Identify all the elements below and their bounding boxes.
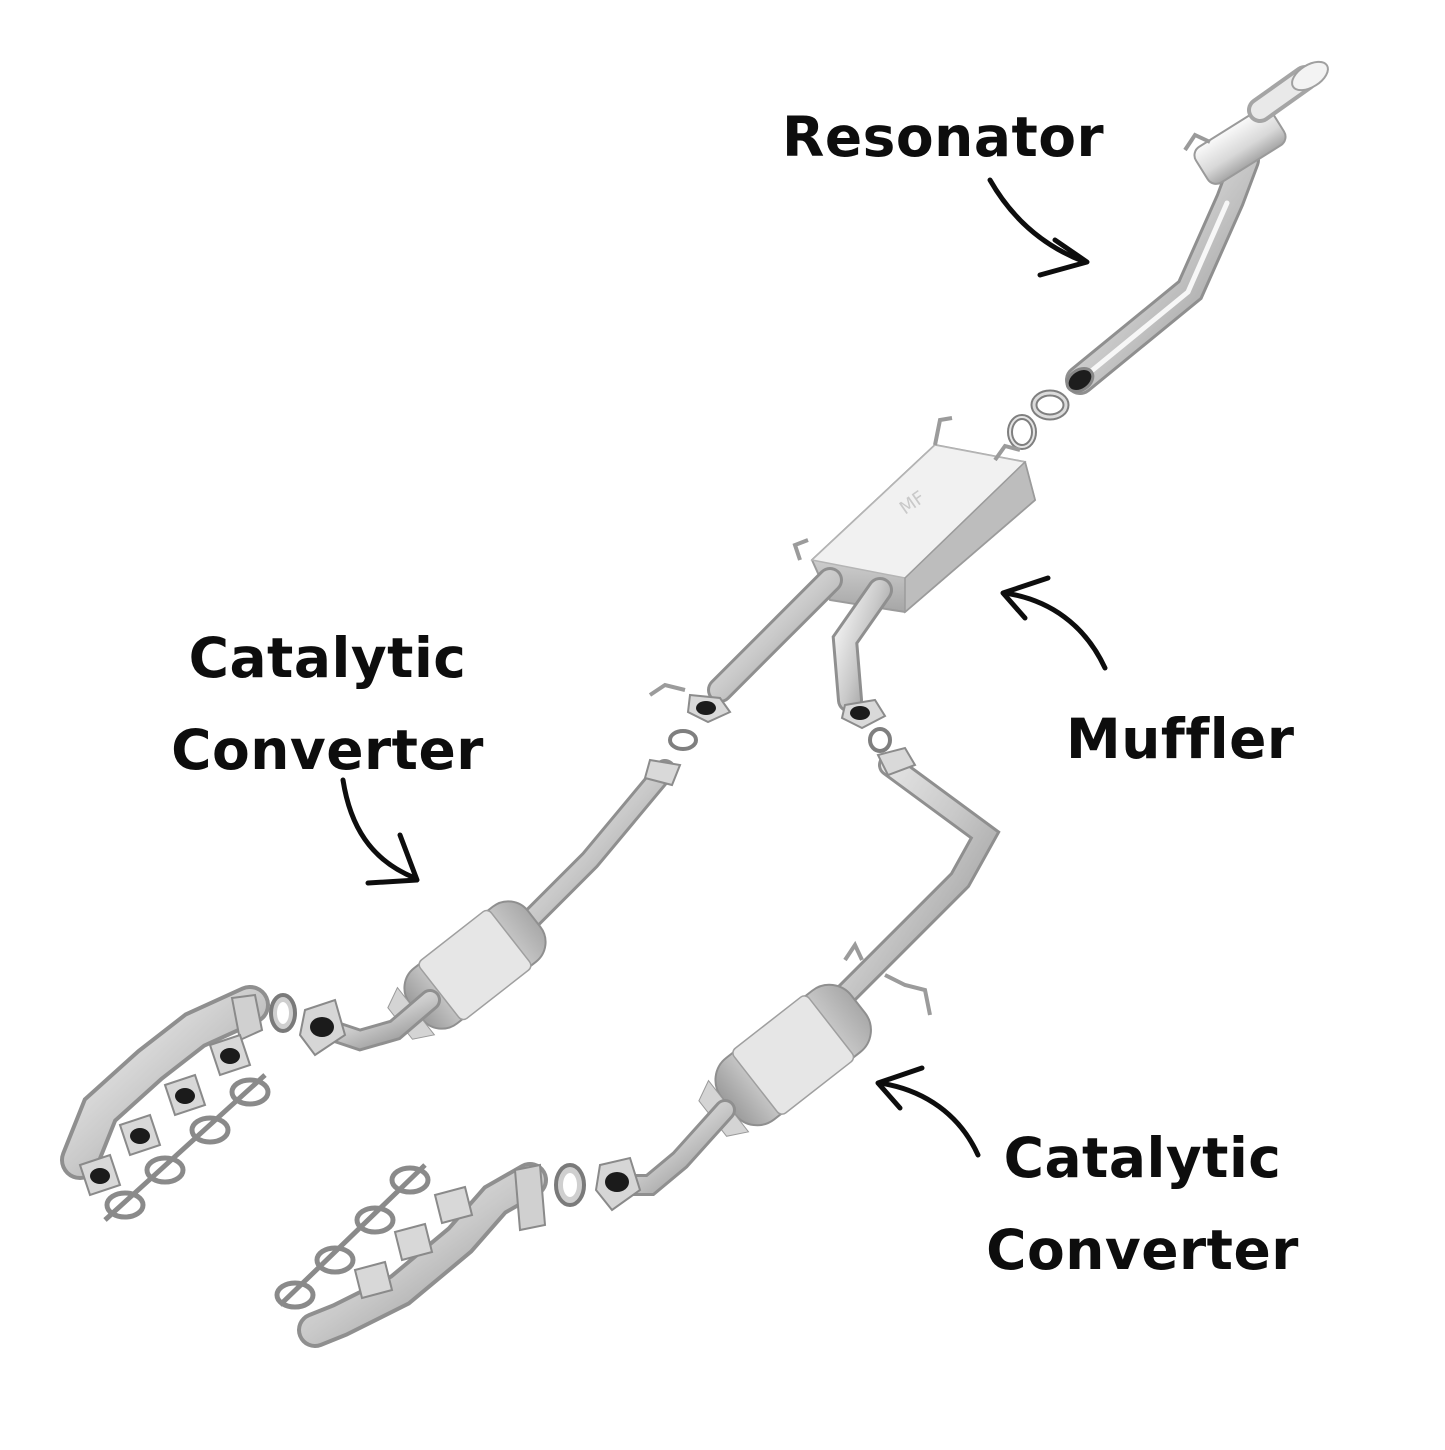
- upper-exhaust-manifold: [60, 985, 271, 1222]
- muffler-label-text: Muffler: [1066, 707, 1295, 771]
- intermediate-pipes: [648, 567, 893, 753]
- resonator-assembly: [1065, 60, 1329, 395]
- lower-exhaust-manifold: [274, 1162, 548, 1348]
- resonator-arrow: [987, 177, 1090, 278]
- catalytic-converter-lower-line1: Catalytic: [1003, 1126, 1282, 1190]
- lower-catalytic-converter: [554, 746, 1001, 1212]
- muffler-body: MF: [792, 416, 1037, 614]
- resonator-label: Resonator: [782, 110, 1104, 165]
- catalytic-converter-lower-label: Catalytic Converter: [975, 1112, 1310, 1296]
- upper-manifold-gasket: [103, 1073, 271, 1222]
- muffler-label: Muffler: [1066, 712, 1295, 767]
- callout-arrows: [340, 177, 1108, 1158]
- catalytic-converter-upper-line2: Converter: [171, 718, 484, 782]
- resonator-label-text: Resonator: [782, 105, 1105, 169]
- catalytic-converter-upper-line1: Catalytic: [188, 626, 467, 690]
- catalytic-converter-upper-label: Catalytic Converter: [160, 612, 495, 796]
- catalytic-converter-upper-arrow: [340, 777, 420, 886]
- upper-catalytic-converter: [269, 758, 682, 1057]
- lower-manifold-gasket: [274, 1163, 431, 1310]
- outlet-clamps: [1007, 389, 1070, 450]
- catalytic-converter-lower-line2: Converter: [986, 1218, 1299, 1282]
- catalytic-converter-lower-arrow: [875, 1065, 981, 1158]
- muffler-arrow: [1000, 575, 1108, 671]
